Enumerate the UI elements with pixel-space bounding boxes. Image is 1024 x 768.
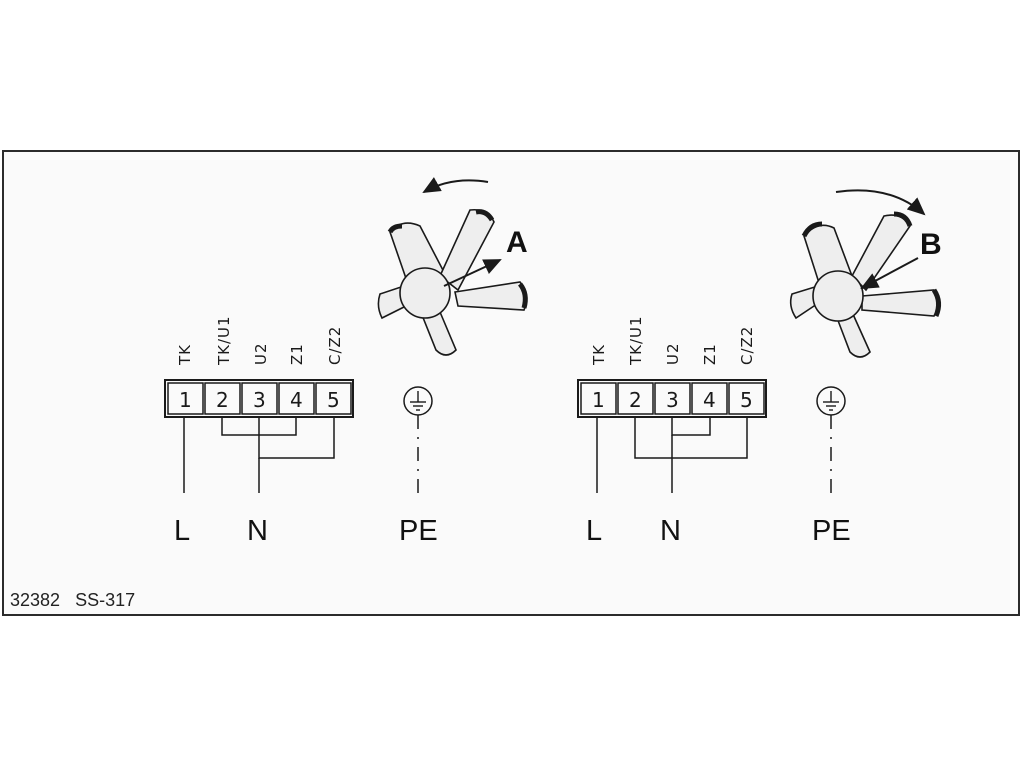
- fan-icon-b: [789, 214, 939, 358]
- terminal-label-4: Z1: [288, 343, 306, 365]
- footer-code-2: SS-317: [75, 590, 136, 610]
- terminal-number-2: 2: [629, 388, 642, 412]
- connection-label-n: N: [660, 515, 681, 547]
- terminal-number-1: 1: [179, 388, 192, 412]
- rotation-label-b: B: [920, 228, 942, 261]
- terminal-cell-3: [654, 382, 691, 415]
- terminal-number-3: 3: [253, 388, 266, 412]
- footer-code: 32382 SS-317: [10, 590, 135, 611]
- terminal-number-1: 1: [592, 388, 605, 412]
- terminal-cell-5: [728, 382, 765, 415]
- fan-blade-tip-a2: [475, 209, 495, 222]
- terminal-cell-2: [204, 382, 241, 415]
- earth-icon: [410, 391, 426, 411]
- jumper-3-5: [258, 417, 335, 459]
- terminal-cell-3: [241, 382, 278, 415]
- fan-blade-tip-b1: [801, 221, 823, 238]
- terminal-cell-1: [580, 382, 617, 415]
- rotation-label-a: A: [506, 226, 528, 259]
- fan-blade-tip-b3: [931, 288, 942, 317]
- terminal-number-4: 4: [290, 388, 303, 412]
- direction-arrow-b: [860, 257, 919, 289]
- terminal-cell-5: [315, 382, 352, 415]
- terminal-cell-4: [278, 382, 315, 415]
- jumper-2-5: [634, 417, 748, 459]
- direction-arrow-a: [443, 259, 502, 287]
- rotation-arrow-b: [835, 189, 926, 216]
- terminal-label-1: TK: [590, 344, 608, 366]
- terminal-cell-2: [617, 382, 654, 415]
- terminal-label-1: TK: [176, 344, 194, 366]
- rotation-arrow-a: [422, 177, 489, 193]
- terminal-diagram-a: TK TK/U1 U2 Z1 C/Z2 1 2 3 4 5 L: [164, 315, 438, 547]
- fan-blade-tip-a1: [387, 223, 403, 234]
- terminal-label-3: U2: [252, 342, 270, 365]
- connection-label-pe: PE: [399, 515, 438, 547]
- connection-label-n: N: [247, 515, 268, 547]
- jumper-3-4: [671, 417, 711, 436]
- terminal-cell-4: [691, 382, 728, 415]
- terminal-label-5: C/Z2: [326, 326, 344, 365]
- terminal-label-5: C/Z2: [738, 326, 756, 365]
- terminal-label-2: TK/U1: [215, 315, 233, 366]
- terminal-number-3: 3: [666, 388, 679, 412]
- earth-icon: [823, 391, 839, 411]
- terminal-label-2: TK/U1: [627, 315, 645, 366]
- connection-label-l: L: [174, 515, 190, 547]
- terminal-diagram-b: TK TK/U1 U2 Z1 C/Z2 1 2 3 4 5 L N PE: [577, 315, 851, 547]
- connection-label-pe: PE: [812, 515, 851, 547]
- terminal-number-2: 2: [216, 388, 229, 412]
- terminal-cell-1: [167, 382, 204, 415]
- terminal-label-3: U2: [664, 342, 682, 365]
- connection-label-l: L: [586, 515, 602, 547]
- terminal-number-5: 5: [740, 388, 753, 412]
- footer-code-1: 32382: [10, 590, 61, 610]
- terminal-number-5: 5: [327, 388, 340, 412]
- fan-blade-tip-b2: [893, 211, 913, 227]
- fan-icon-a: [377, 208, 528, 356]
- fan-blade-tip-a3: [517, 282, 528, 309]
- terminal-number-4: 4: [703, 388, 716, 412]
- terminal-label-4: Z1: [701, 343, 719, 365]
